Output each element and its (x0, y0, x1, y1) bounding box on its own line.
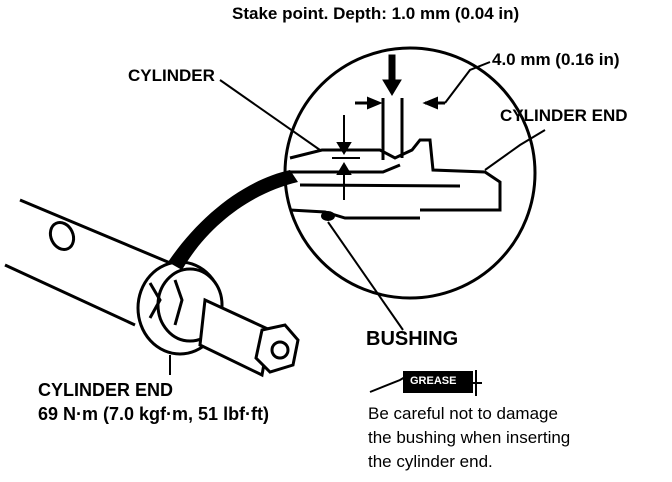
cylinder-end-main-label: CYLINDER END (38, 380, 174, 400)
stake-arrow (382, 54, 402, 96)
dimension-label: 4.0 mm (0.16 in) (492, 50, 620, 69)
label-leaders (169, 79, 546, 375)
cylinder-label: CYLINDER (128, 66, 215, 85)
detail-section (289, 98, 502, 220)
rod-end (198, 297, 300, 378)
bushing-marker (321, 211, 404, 331)
caution-note-line: the bushing when inserting (368, 428, 571, 447)
cylinder-end-detail-label: CYLINDER END (500, 106, 628, 125)
grease-symbol (369, 370, 482, 396)
detail-circle (283, 46, 537, 300)
stake-point-label: Stake point. Depth: 1.0 mm (0.04 in) (232, 4, 520, 23)
caution-note-line: the cylinder end. (368, 452, 493, 471)
detail-leader (168, 170, 298, 270)
bushing-label: BUSHING (366, 328, 459, 350)
caution-note: Be careful not to damage the bushing whe… (368, 402, 570, 474)
depth-arrows (332, 115, 360, 200)
dimension-arrows (367, 61, 491, 110)
caution-note-line: Be careful not to damage (368, 404, 558, 423)
torque-label: 69 N·m (7.0 kgf·m, 51 lbf·ft) (38, 404, 270, 424)
cylinder-tube (4, 198, 176, 327)
grease-label: GREASE (410, 375, 457, 387)
